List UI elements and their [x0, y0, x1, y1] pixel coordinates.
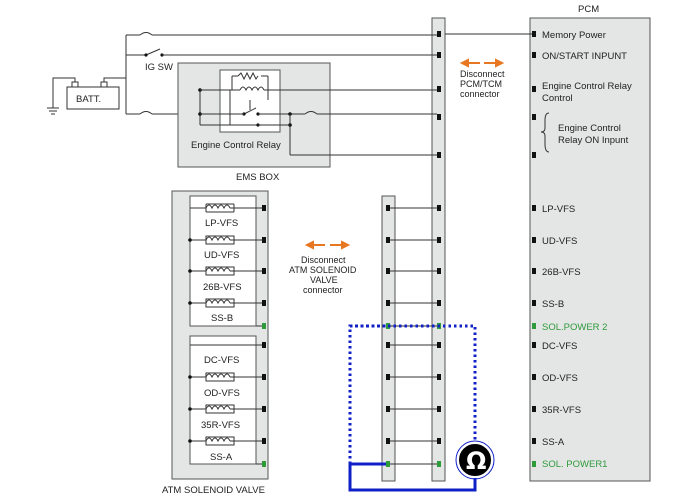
ohmmeter: [457, 442, 493, 478]
harness-wires: [390, 207, 437, 465]
memory-fuse: [139, 32, 153, 36]
pcm-label-ud-vfs: UD-VFS: [542, 236, 577, 247]
ig-switch-label: IG SW: [145, 62, 173, 73]
pcm-disconnect-line2: PCM/TCM: [460, 79, 502, 89]
solenoid-lp-vfs: [190, 203, 262, 213]
battery-symbol: [47, 77, 126, 115]
meter-dotted-loop: [348, 324, 477, 464]
atm-group-lower: [189, 335, 257, 465]
pcm-label-35r-vfs: 35R-VFS: [542, 405, 581, 416]
pcm-label-on-start: ON/START INPUNT: [542, 51, 627, 62]
solenoid-35r-vfs: [190, 404, 262, 414]
relay-internals: [229, 71, 269, 127]
solenoid-ud-vfs: [190, 235, 262, 245]
pcm-box: [529, 17, 651, 482]
pcm-brace: [540, 112, 550, 153]
ohmmeter-symbol: Ω: [466, 447, 486, 475]
ig-switch-contact: [145, 48, 161, 56]
pcm-harness-connector: [431, 17, 446, 482]
meter-lead-b: [348, 464, 477, 492]
relay-label: Engine Control Relay: [191, 140, 281, 151]
pcm-title: PCM: [578, 4, 599, 15]
solenoid-ss-a: [190, 436, 262, 446]
ems-feed-fuse: [139, 111, 153, 115]
atm-disconnect-line3: VALVE: [310, 275, 338, 285]
pcm-disconnect-line3: connector: [460, 89, 500, 99]
pcm-label-lp-vfs: LP-VFS: [542, 204, 575, 215]
solenoid-ss-b: [190, 298, 262, 308]
ems-box-title: EMS BOX: [236, 172, 280, 183]
atm-label-od-vfs: OD-VFS: [204, 388, 240, 399]
battery-label: BATT.: [76, 94, 101, 105]
pcm-pins: [532, 31, 536, 467]
atm-disconnect-line4: connector: [303, 285, 343, 295]
atm-label-dc-vfs: DC-VFS: [204, 355, 239, 366]
solenoid-od-vfs: [190, 372, 262, 382]
pcm-label-memory-power: Memory Power: [542, 30, 606, 41]
pcm-disconnect-arrows: [459, 58, 505, 68]
atm-label-35r-vfs: 35R-VFS: [201, 420, 240, 431]
atm-harness-connector: [381, 195, 396, 482]
pcm-label-sol-power-2: SOL.POWER 2: [542, 322, 607, 333]
pcm-label-od-vfs: OD-VFS: [542, 373, 578, 384]
atm-disconnect-line2: ATM SOLENOID: [289, 265, 357, 275]
atm-label-lp-vfs: LP-VFS: [205, 218, 238, 229]
pcm-label-ss-b: SS-B: [542, 299, 564, 310]
pcm-label-ecr-on-1: Engine Control: [558, 123, 621, 134]
pcm-label-ecr-2: Control: [542, 93, 573, 104]
pcm-disconnect-line1: Disconnect: [460, 69, 505, 79]
pcm-label-26b-vfs: 26B-VFS: [542, 267, 581, 278]
atm-label-26b-vfs: 26B-VFS: [203, 282, 242, 293]
atm-label-ss-b: SS-B: [211, 313, 233, 324]
atm-valve-title: ATM SOLENOID VALVE: [162, 485, 265, 496]
atm-common-dots: [188, 238, 192, 443]
pcm-label-ecr-1: Engine Control Relay: [542, 81, 632, 92]
solenoid-26b-vfs: [190, 266, 262, 276]
atm-valve-pins: [262, 205, 266, 467]
atm-label-ss-a: SS-A: [210, 452, 233, 463]
pcm-label-ss-a: SS-A: [542, 437, 565, 448]
relay-output-fuse: [304, 111, 318, 115]
pcm-label-ecr-on-2: Relay ON Inpunt: [558, 135, 629, 146]
pcm-label-dc-vfs: DC-VFS: [542, 341, 577, 352]
atm-disconnect-line1: Disconnect: [301, 255, 346, 265]
pcm-label-sol-power-1: SOL. POWER1: [542, 459, 607, 470]
atm-label-ud-vfs: UD-VFS: [204, 250, 239, 261]
atm-disconnect-arrows: [304, 240, 351, 250]
atm-group-upper: [189, 195, 257, 327]
